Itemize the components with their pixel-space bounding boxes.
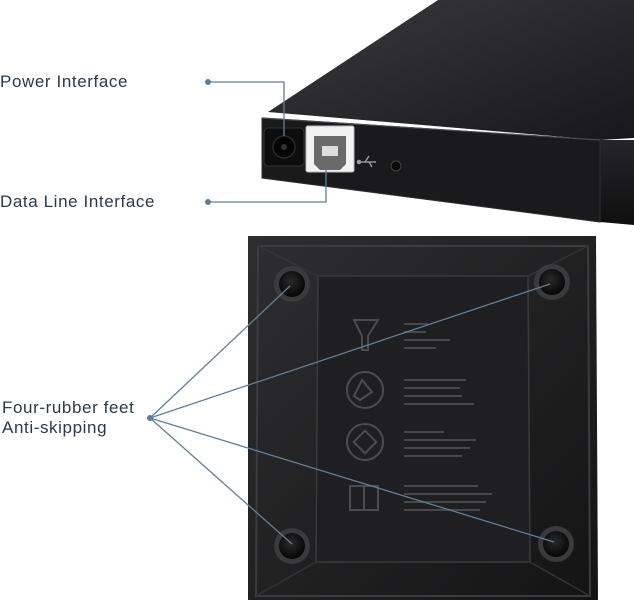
usb-b-port-icon [305, 125, 355, 173]
box-icon [349, 485, 379, 511]
power-interface-label: Power Interface [0, 72, 129, 91]
dc-power-jack-icon [263, 127, 305, 167]
warning-icon [352, 319, 380, 351]
drive-top-view [261, 0, 634, 225]
rubber-feet-label-line1: Four-rubber feet [2, 398, 135, 417]
data-line-interface-label: Data Line Interface [0, 192, 156, 211]
trash-bin-icon [346, 423, 384, 461]
rubber-foot-icon [534, 264, 570, 300]
callout-dots [147, 79, 211, 421]
rubber-feet-label-line2: Anti-skipping [2, 418, 108, 437]
rubber-feet-label: Four-rubber feet Anti-skipping [2, 398, 134, 438]
callout-lines [149, 81, 555, 545]
usb-symbol-icon [356, 155, 376, 168]
rubber-foot-icon [538, 526, 574, 562]
recycling-icon [346, 371, 384, 409]
engraved-label-text [404, 323, 492, 511]
rubber-foot-icon [274, 528, 310, 564]
drive-bottom-view [248, 236, 598, 600]
reset-hole-icon [390, 160, 402, 172]
